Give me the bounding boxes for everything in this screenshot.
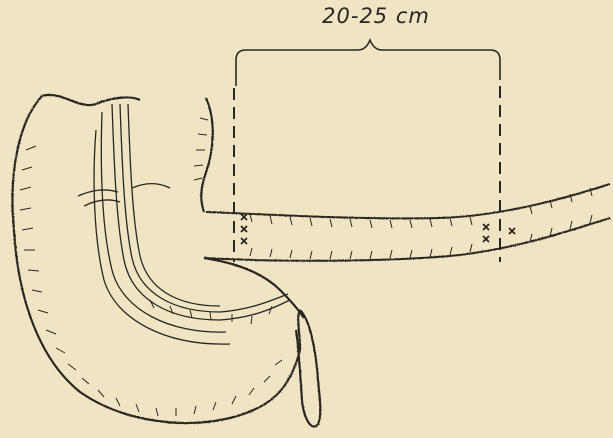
mucosal-folds bbox=[78, 104, 290, 344]
jejunum bbox=[204, 184, 610, 261]
measurement-bracket bbox=[236, 40, 500, 86]
hatching-jejunum bbox=[250, 188, 592, 259]
resection-lines bbox=[234, 86, 500, 262]
